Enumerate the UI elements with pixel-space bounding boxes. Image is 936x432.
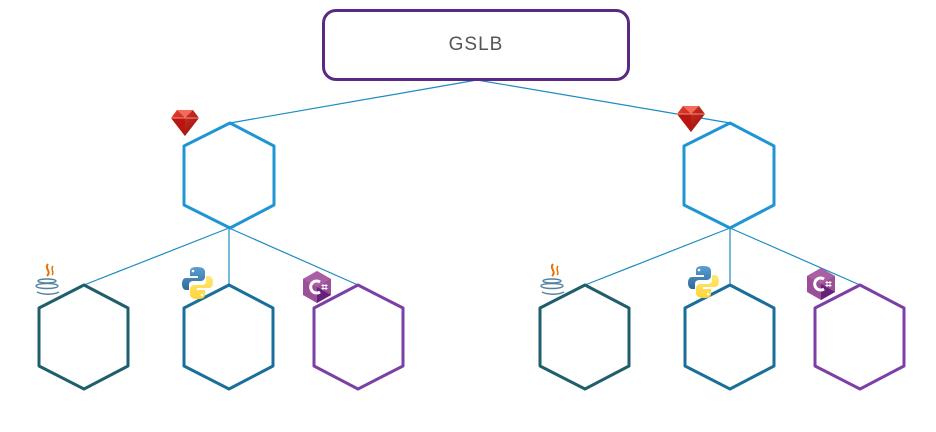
ruby-icon	[171, 110, 199, 136]
java-icon	[35, 263, 60, 295]
python-icon	[182, 267, 213, 299]
ruby-icon	[677, 106, 705, 132]
right-parent-hexagon[interactable]	[682, 121, 776, 230]
gslb-node[interactable]: GSLB	[322, 9, 630, 81]
python-icon	[688, 266, 719, 298]
right-csharp-hexagon[interactable]	[813, 283, 906, 391]
right-java-hexagon[interactable]	[538, 283, 631, 391]
gslb-label: GSLB	[448, 34, 504, 55]
left-python-hexagon[interactable]	[182, 283, 275, 391]
connector-left-java	[83, 227, 230, 286]
connector-left-csharp	[228, 227, 359, 286]
csharp-icon	[807, 268, 835, 300]
connector-gslb-left	[229, 79, 478, 124]
csharp-icon	[303, 271, 331, 303]
left-java-hexagon[interactable]	[37, 283, 130, 391]
java-icon	[540, 263, 565, 295]
connector-right-java	[584, 227, 731, 286]
connector-right-csharp	[729, 227, 861, 286]
left-parent-hexagon[interactable]	[182, 121, 276, 230]
left-csharp-hexagon[interactable]	[312, 283, 405, 391]
right-python-hexagon[interactable]	[683, 283, 776, 391]
